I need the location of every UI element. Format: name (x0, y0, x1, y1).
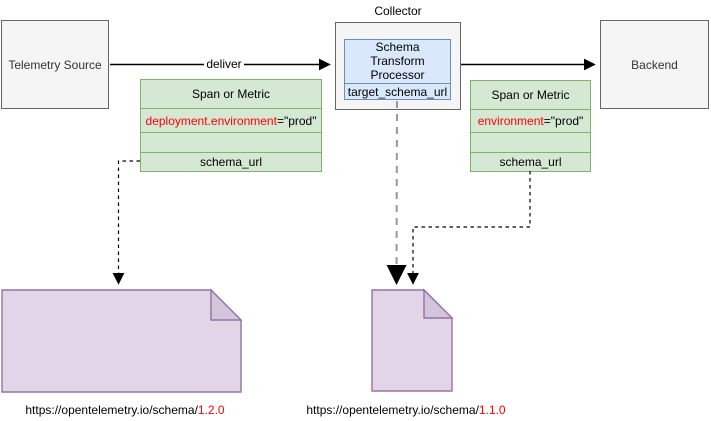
table-header-row: Span or Metric (471, 81, 590, 109)
backend-node: Backend (600, 20, 709, 109)
span-or-metric-table-right: Span or Metric environment="prod" schema… (470, 80, 591, 172)
schema-url-row: schema_url (471, 152, 590, 171)
table-header-text: Span or Metric (491, 88, 570, 102)
attribute-row: deployment.environment="prod" (141, 108, 321, 132)
attribute-value: ="prod" (276, 113, 317, 128)
empty-row (141, 132, 321, 152)
processor-field-target-schema-url: target_schema_url (345, 84, 450, 99)
processor-field-text: target_schema_url (347, 84, 448, 99)
attribute-value: ="prod" (543, 114, 584, 128)
deliver-edge-label-text: deliver (206, 57, 242, 71)
table-header-text: Span or Metric (191, 87, 271, 101)
schema-url-left-version: 1.2.0 (197, 403, 225, 417)
schema-url-right-version: 1.1.0 (478, 403, 506, 417)
schema-url-left: https://opentelemetry.io/schema/1.2.0 (0, 403, 250, 417)
schema-file-right-fold (423, 288, 454, 319)
schema-url-row: schema_url (141, 152, 321, 171)
schema-file-left-fold (210, 288, 243, 321)
schema-file-left-shape (1, 289, 242, 393)
collector-title-text: Collector (374, 3, 422, 18)
schema-url-left-base: https://opentelemetry.io/schema/ (25, 403, 198, 417)
attribute-row: environment="prod" (471, 109, 590, 132)
schema-url-text: schema_url (499, 155, 562, 169)
schema-url-text: schema_url (199, 155, 263, 169)
attribute-key: deployment.environment (145, 113, 277, 128)
schema-url-right-base: https://opentelemetry.io/schema/ (306, 403, 479, 417)
span-or-metric-table-left: Span or Metric deployment.environment="p… (140, 79, 322, 172)
schema-url-right: https://opentelemetry.io/schema/1.1.0 (296, 403, 516, 417)
deliver-edge-label: deliver (204, 57, 244, 71)
empty-row (471, 132, 590, 152)
table-header-row: Span or Metric (141, 80, 321, 108)
attribute-key: environment (477, 114, 544, 128)
telemetry-source-label: Telemetry Source (8, 57, 102, 72)
collector-title: Collector (335, 3, 461, 18)
telemetry-source-node: Telemetry Source (1, 20, 109, 109)
backend-label: Backend (631, 57, 678, 72)
processor-title-text: Schema Transform Processor (370, 40, 425, 82)
processor-title: Schema Transform Processor (345, 40, 450, 85)
schema-transform-processor-node: Schema Transform Processor target_schema… (344, 39, 451, 100)
